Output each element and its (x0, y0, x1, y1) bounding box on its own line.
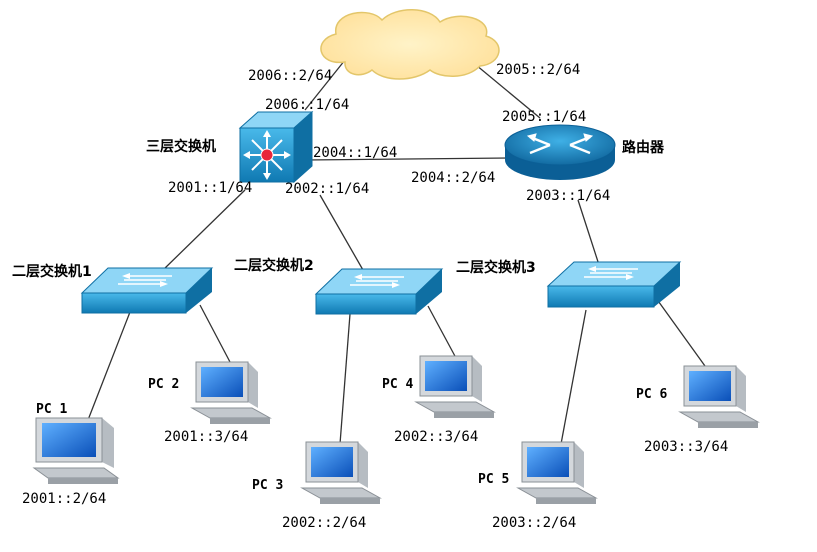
label-switch3: 二层交换机3 (456, 259, 536, 276)
pc4-icon (414, 355, 496, 418)
pc3-icon (300, 441, 382, 504)
router-icon (504, 124, 616, 180)
link-sw2-pc3 (339, 313, 351, 445)
pc5-icon (516, 441, 598, 504)
link-sw1-pc2 (199, 304, 231, 363)
switch1-icon (80, 267, 214, 314)
label-pc5: PC 5 (478, 472, 509, 487)
addr-pc4: 2002::3/64 (394, 429, 478, 445)
addr-pc3: 2002::2/64 (282, 515, 366, 531)
link-sw1-pc1 (87, 311, 131, 421)
label-router: 路由器 (622, 139, 665, 156)
label-pc3: PC 3 (252, 478, 283, 493)
label-pc1: PC 1 (36, 402, 67, 417)
label-pc2: PC 2 (148, 377, 179, 392)
label-pc6: PC 6 (636, 387, 667, 402)
switch3-icon (546, 261, 682, 308)
l3-switch-icon (238, 110, 314, 184)
link-cloud-router (469, 59, 541, 119)
addr-l3-sw1: 2001::1/64 (168, 180, 252, 196)
link-l3-sw1 (162, 189, 246, 271)
link-sw3-pc6 (655, 297, 706, 367)
addr-pc2: 2001::3/64 (164, 429, 248, 445)
addr-l3-sw2: 2002::1/64 (285, 181, 369, 197)
addr-pc1: 2001::2/64 (22, 491, 106, 507)
addr-l3-cloud: 2006::1/64 (265, 97, 349, 113)
label-l3-switch: 三层交换机 (146, 138, 216, 155)
switch2-icon (314, 268, 444, 315)
addr-router-l3: 2004::2/64 (411, 170, 495, 186)
link-l3-sw2 (319, 194, 364, 271)
cloud-icon (320, 9, 500, 80)
pc6-icon (678, 365, 760, 428)
addr-pc5: 2003::2/64 (492, 515, 576, 531)
addr-l3-router: 2004::1/64 (313, 145, 397, 161)
addr-cloud-l3: 2006::2/64 (248, 68, 332, 84)
link-sw2-pc4 (427, 305, 457, 359)
link-router-sw3 (577, 199, 601, 269)
addr-cloud-router: 2005::2/64 (496, 62, 580, 78)
link-sw3-pc5 (560, 309, 587, 445)
label-pc4: PC 4 (382, 377, 413, 392)
link-l3-router (304, 157, 511, 161)
addr-pc6: 2003::3/64 (644, 439, 728, 455)
label-switch1: 二层交换机1 (12, 263, 92, 280)
pc2-icon (190, 361, 272, 424)
link-cloud-l3 (304, 59, 346, 111)
addr-router-cloud: 2005::1/64 (502, 109, 586, 125)
label-switch2: 二层交换机2 (234, 257, 314, 274)
links (87, 59, 706, 445)
addr-router-sw3: 2003::1/64 (526, 188, 610, 204)
pc1-icon (32, 417, 120, 484)
